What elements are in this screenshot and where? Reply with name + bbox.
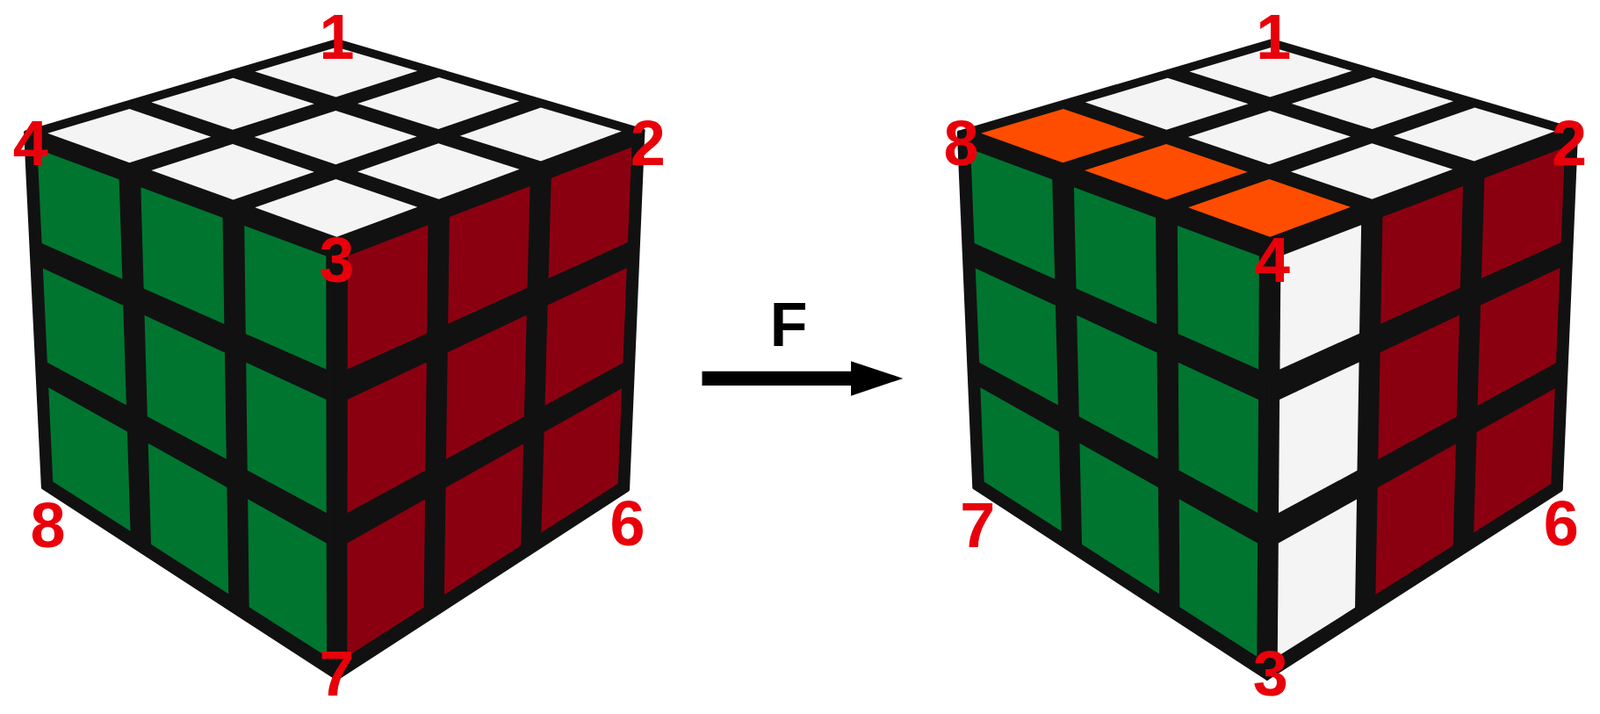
cube-sticker [1076, 315, 1158, 460]
cube-sticker [1179, 498, 1258, 656]
cube-sticker [245, 362, 327, 513]
cube-face [337, 130, 643, 679]
cube-face [25, 132, 337, 678]
corner-number: 7 [959, 493, 995, 557]
cube-sticker [446, 315, 527, 460]
corner-number: 1 [1255, 5, 1291, 69]
move-label: F [770, 294, 808, 356]
cube-sticker [244, 225, 326, 370]
cube-sticker [1085, 78, 1249, 130]
cube-sticker [148, 443, 230, 594]
move-arrow [702, 360, 904, 396]
corner-number: 2 [630, 111, 666, 175]
cube-sticker [347, 224, 429, 369]
cube-sticker [1178, 362, 1259, 513]
cube-sticker [545, 267, 628, 406]
cube-sticker [36, 149, 123, 280]
corner-number: 8 [30, 493, 66, 557]
cube-sticker [43, 267, 127, 405]
corner-number: 7 [318, 641, 354, 706]
cube-sticker [347, 361, 427, 513]
cube-sticker [254, 110, 418, 165]
cube-sticker [444, 443, 524, 595]
corner-number: 3 [1253, 641, 1289, 706]
cube-sticker [975, 267, 1059, 405]
cube-face [958, 132, 1270, 678]
cube-sticker [1188, 110, 1351, 165]
cube-sticker [144, 315, 227, 460]
cube-sticker [1291, 77, 1454, 130]
corner-number: 2 [1551, 111, 1587, 175]
cube-sticker [447, 186, 530, 325]
cube-sticker [1380, 186, 1464, 325]
cube-sticker [1473, 388, 1556, 533]
cube-sticker [1278, 361, 1360, 513]
cube-sticker [970, 149, 1055, 280]
cube-sticker [1177, 225, 1260, 370]
cube-sticker [548, 147, 633, 279]
cube-sticker [1277, 499, 1357, 657]
cube-sticker [1377, 315, 1460, 460]
cube-sticker [540, 388, 622, 533]
cube-sticker [140, 187, 224, 325]
corner-number: 1 [318, 5, 354, 69]
cube-sticker [1079, 443, 1160, 594]
cube-sticker [357, 77, 519, 130]
corner-number: 4 [13, 111, 49, 175]
cube-sticker [1477, 267, 1561, 406]
cube-sticker [151, 78, 314, 130]
cube-face [1267, 130, 1577, 679]
cube-sticker [247, 498, 327, 656]
corner-number: 6 [610, 491, 646, 555]
cube-sticker [1073, 187, 1157, 325]
corner-number: 4 [1254, 228, 1291, 292]
cube-sticker [1375, 443, 1456, 595]
corner-number: 8 [944, 111, 980, 175]
corner-number: 6 [1543, 491, 1579, 555]
corner-number: 3 [318, 228, 354, 292]
cube-stickers [25, 40, 1576, 678]
cube-sticker [346, 499, 426, 657]
cube-sticker [1279, 224, 1362, 369]
